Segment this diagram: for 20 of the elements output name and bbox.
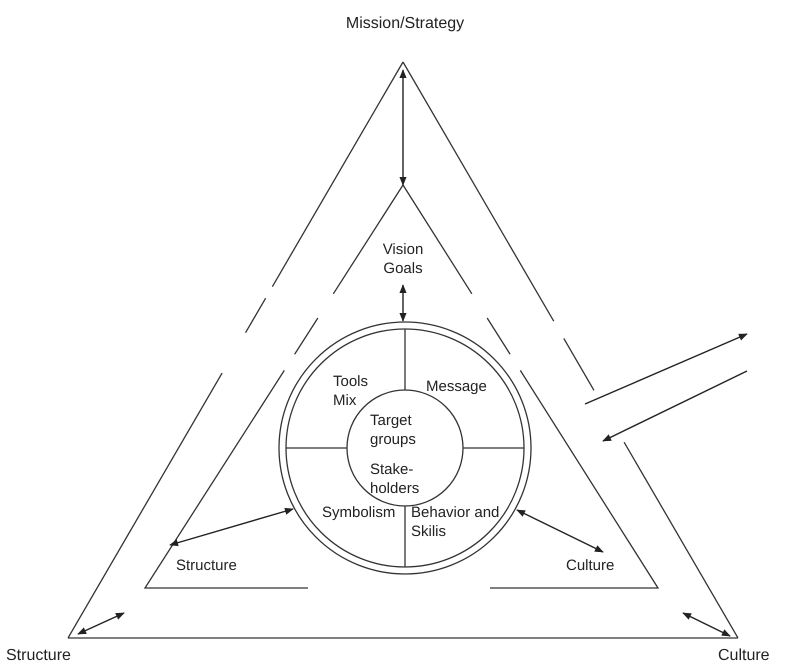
arrow [169,508,294,546]
arrow [399,69,407,186]
arrow [602,370,748,442]
quadrant-label: Behavior and Skilis [411,503,500,541]
region-label: Structure [176,556,238,575]
quadrant-label: Message [426,377,488,396]
arrow [682,612,731,637]
center-label: Target groups [370,411,417,449]
quadrant-label: Tools Mix [333,372,370,410]
arrow [516,509,604,553]
arrow [399,284,407,322]
corner-label: Culture [718,646,771,665]
region-label: Vision Goals [382,240,424,278]
quadrant-label: Symbolism [322,503,396,522]
arrow [584,333,748,405]
arrow [77,612,125,635]
corner-label: Mission/Strategy [344,14,466,33]
corner-label: Structure [6,646,72,665]
region-label: Culture [566,556,616,575]
center-label: Stake- holders [370,460,420,498]
